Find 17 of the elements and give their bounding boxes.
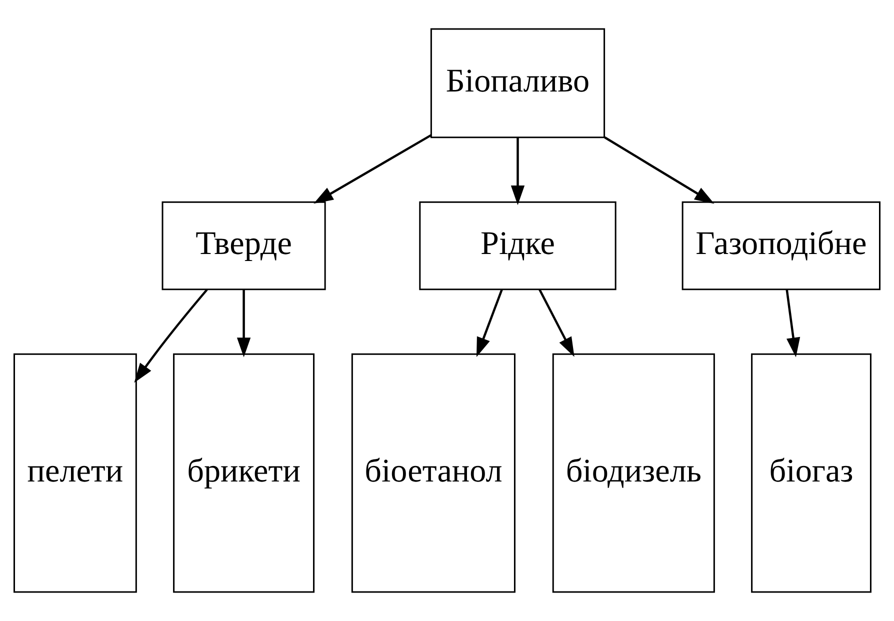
- node-box: Газоподібне: [682, 201, 880, 290]
- node-box: брикети: [173, 353, 315, 593]
- node-box: Біопаливо: [430, 28, 606, 138]
- arrow: [314, 134, 432, 204]
- node-box: пелети: [14, 353, 137, 593]
- arrow: [604, 136, 714, 204]
- node-box: біодизель: [552, 353, 715, 593]
- arrow: [510, 137, 525, 206]
- arrow: [134, 288, 208, 383]
- arrow: [538, 288, 574, 357]
- node-box: біоетанол: [351, 353, 516, 593]
- node-box: Тверде: [162, 201, 326, 290]
- arrow: [786, 289, 800, 358]
- node-box: Рідке: [419, 201, 616, 290]
- arrow: [476, 289, 503, 358]
- node-box: біогаз: [751, 353, 872, 593]
- arrow: [236, 289, 251, 358]
